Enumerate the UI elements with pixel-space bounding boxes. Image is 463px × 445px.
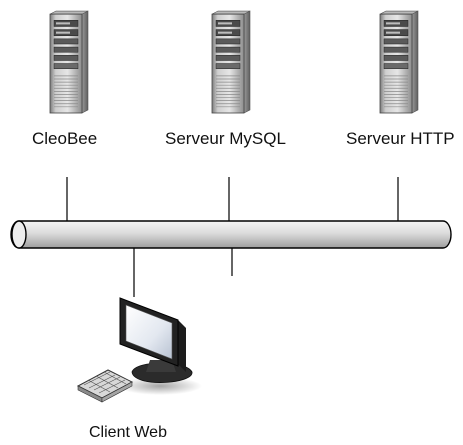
server-tower-icon — [49, 10, 89, 114]
network-bus-pipe — [10, 220, 452, 249]
mysql-label: Serveur MySQL — [165, 129, 286, 148]
server-cleobee: CleoBee — [32, 10, 97, 148]
server-tower-icon — [379, 10, 419, 114]
client-computer: Client Web — [76, 297, 202, 441]
client-label: Client Web — [89, 424, 167, 441]
cleobee-label: CleoBee — [32, 129, 97, 148]
server-mysql: Serveur MySQL — [165, 10, 286, 148]
http-label: Serveur HTTP — [346, 129, 455, 148]
desktop-computer-icon — [76, 297, 202, 403]
server-tower-icon — [211, 10, 251, 114]
server-http: Serveur HTTP — [346, 10, 455, 148]
